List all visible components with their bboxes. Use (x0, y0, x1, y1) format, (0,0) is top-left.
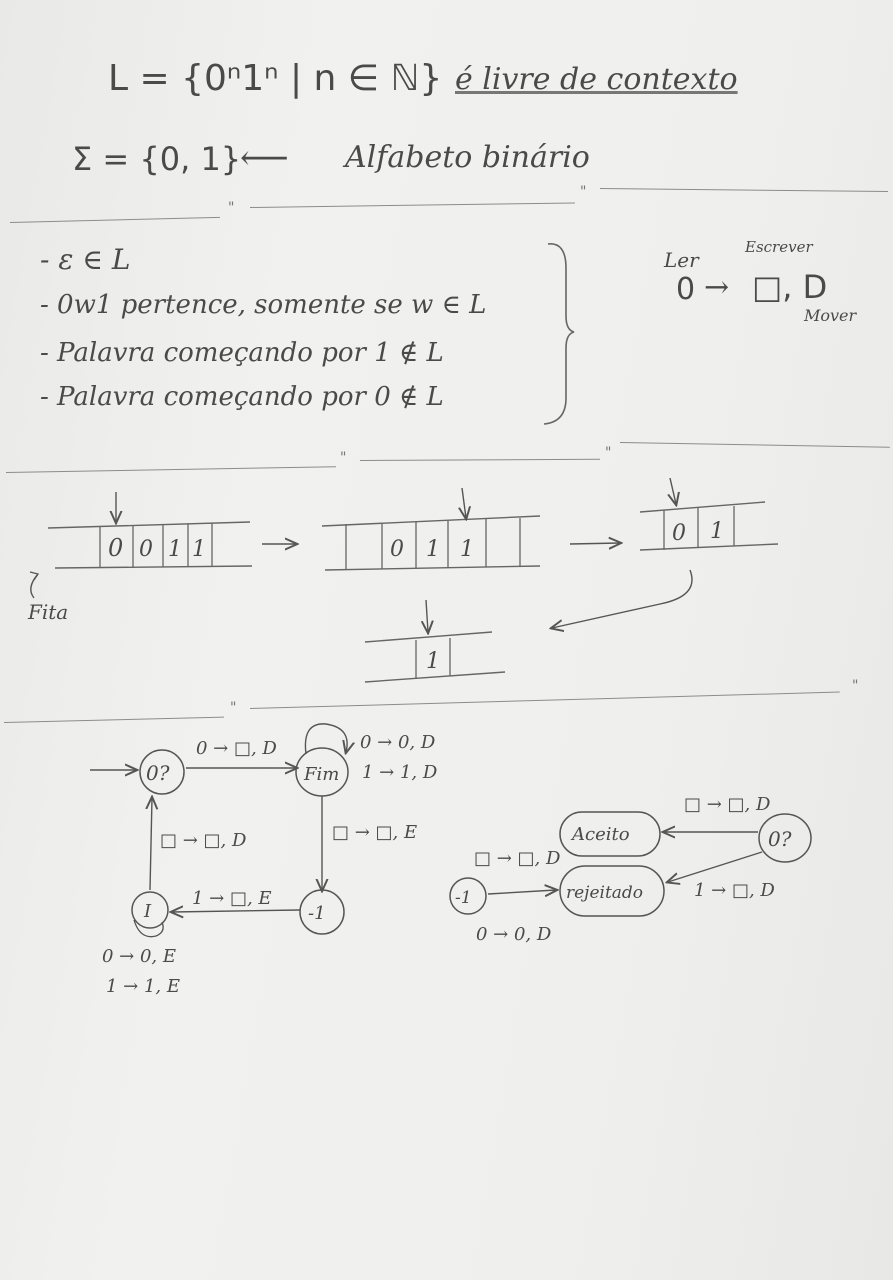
legend-write-label: Escrever (745, 238, 813, 256)
rule-item: - Palavra começando por 0 ∉ L (40, 382, 444, 412)
state-check-label: 0? (768, 827, 792, 851)
state-I: I (131, 891, 169, 938)
tape-1-cell: 1 (168, 537, 182, 562)
transition-label: □ → □, E (332, 822, 417, 843)
tape-2-cell: 0 (390, 537, 404, 562)
transition-label: □ → □, D (474, 848, 561, 869)
ditto-mark: " (852, 678, 859, 694)
transition-label: 1 → □, D (694, 880, 775, 901)
alphabet-note: Alfabeto binário (345, 140, 590, 175)
state-reject-label: rejeitado (566, 883, 643, 903)
turing-machine-diagram: 0? 0 → □, D Fim 0 → 0, D 1 → 1, D □ → □,… (90, 723, 812, 997)
ditto-mark: " (605, 445, 612, 461)
legend-arrow: → (704, 270, 730, 305)
alphabet-arrow: ⟵ (240, 138, 289, 178)
tape-1-cell: 0 (108, 534, 123, 562)
tape-1-cell: 1 (192, 537, 206, 562)
tape-2-cell: 1 (426, 537, 440, 562)
transition-label: 1 → □, E (192, 888, 272, 909)
tape-1-cell: 0 (139, 537, 153, 562)
tape-diagram: 0 0 1 1 0 1 1 (29, 478, 779, 683)
tape-4: 1 (364, 599, 506, 683)
state-minus1b: -1 (449, 877, 487, 915)
state-minus1b-label: -1 (455, 888, 472, 908)
state-minus1-label: -1 (308, 903, 326, 924)
tape-1: 0 0 1 1 (47, 492, 253, 569)
separator-line (599, 188, 888, 193)
alphabet-definition: Σ = {0, 1} (72, 140, 242, 178)
state-reject: rejeitado (559, 865, 665, 917)
transition-label: 0 → □, D (196, 738, 277, 759)
state-start: 0? (139, 749, 185, 795)
transition-label: 0 → 0, D (476, 924, 552, 945)
separator-line (359, 458, 600, 461)
separator-line (5, 466, 336, 473)
tape-2-cell: 1 (460, 537, 474, 562)
transition-label: □ → □, D (684, 794, 771, 815)
language-note: é livre de contexto (455, 62, 738, 97)
tape-2: 0 1 1 (321, 487, 541, 571)
tape-3-cell: 0 (672, 521, 686, 546)
legend-read-label: Ler (664, 248, 699, 272)
ditto-mark: " (340, 450, 347, 466)
state-check: 0? (758, 813, 812, 863)
state-fim: Fim (295, 723, 348, 797)
transition-label: 0 → 0, D (360, 732, 436, 753)
state-accept: Aceito (559, 811, 661, 857)
state-minus1: -1 (299, 889, 345, 935)
transition-label: □ → □, D (160, 830, 247, 851)
rule-item: - 0w1 pertence, somente se w ∈ L (40, 290, 487, 320)
tape-4-cell: 1 (426, 649, 440, 674)
state-I-label: I (143, 901, 152, 922)
ditto-mark: " (580, 184, 587, 200)
ditto-mark: " (228, 200, 235, 216)
transition-label: 1 → 1, E (106, 976, 180, 997)
state-fim-label: Fim (303, 764, 339, 785)
rules-brace (543, 243, 575, 425)
separator-line (619, 442, 890, 448)
separator-line (249, 202, 575, 208)
rule-item: - ε ∈ L (40, 243, 131, 276)
separator-line (9, 216, 220, 223)
state-start-label: 0? (146, 761, 170, 785)
legend-write-move: □, D (752, 268, 828, 306)
tape-3: 0 1 (639, 478, 779, 551)
legend-read-symbol: 0 (676, 272, 696, 307)
language-definition: L = {0ⁿ1ⁿ | n ∈ ℕ} (108, 58, 443, 99)
transition-label: 1 → 1, D (362, 762, 438, 783)
state-accept-label: Aceito (570, 824, 630, 845)
rule-item: - Palavra começando por 1 ∉ L (40, 338, 444, 368)
tape-3-cell: 1 (710, 519, 724, 544)
tape-label: Fita (28, 600, 69, 624)
ditto-mark: " (230, 700, 237, 716)
legend-move-label: Mover (804, 306, 857, 325)
transition-label: 0 → 0, E (102, 946, 176, 967)
